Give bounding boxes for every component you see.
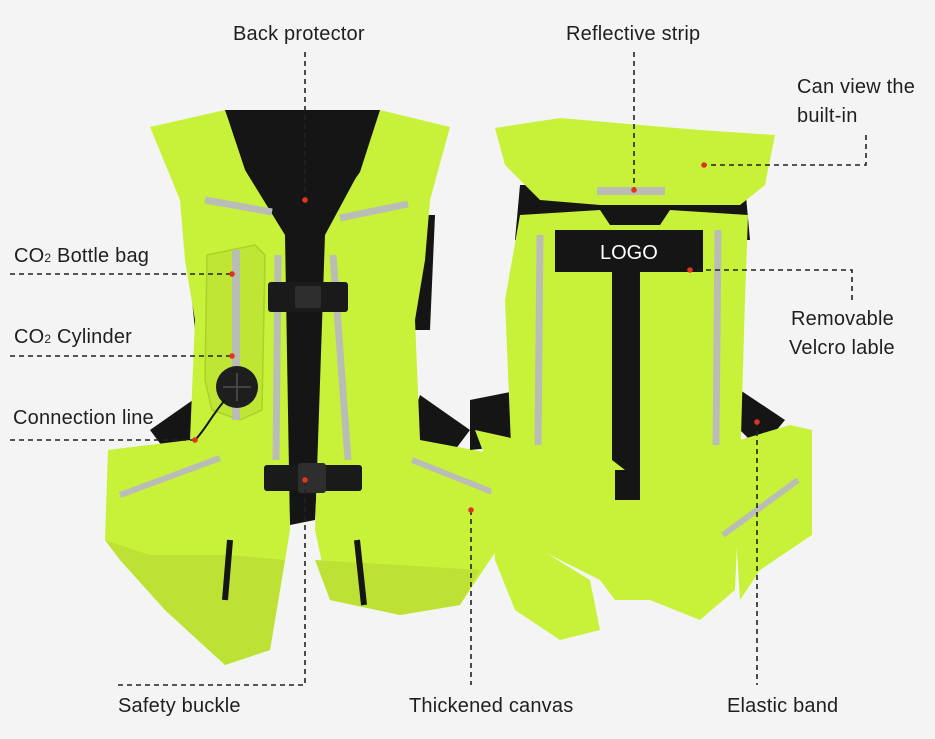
leader-can-view: [705, 135, 867, 166]
back-vest: LOGO: [470, 118, 812, 640]
elastic-band-black: [740, 390, 785, 450]
leader-lines: [10, 52, 867, 686]
label-can-view-line1: Can view the: [797, 76, 916, 98]
label-co2-cylinder: CO2 Cylinder: [14, 326, 132, 348]
label-back-protector: Back protector: [233, 23, 365, 45]
label-can-view-line2: built-in: [797, 105, 858, 127]
back-collar: [495, 118, 775, 205]
label-elastic-band: Elastic band: [727, 695, 839, 717]
bottle-bag-reflective: [232, 250, 240, 420]
label-reflective-strip: Reflective strip: [566, 23, 701, 45]
label-thickened-canvas: Thickened canvas: [409, 695, 574, 717]
back-spine: [612, 272, 640, 470]
logo-patch: [555, 230, 703, 272]
label-removable-line2: Velcro lable: [789, 337, 895, 359]
logo-text: LOGO: [600, 242, 658, 264]
leader-removable: [690, 269, 853, 300]
front-inner-black: [225, 110, 380, 525]
label-co2-bottle-bag: CO2 Bottle bag: [14, 245, 150, 267]
label-safety-buckle: Safety buckle: [118, 695, 241, 717]
back-reflective-strip: [597, 187, 665, 195]
label-removable-line1: Removable: [791, 308, 894, 330]
front-vest: [105, 110, 537, 665]
label-connection-line: Connection line: [13, 407, 154, 429]
markers: [192, 162, 760, 513]
connection-line: [194, 399, 226, 441]
